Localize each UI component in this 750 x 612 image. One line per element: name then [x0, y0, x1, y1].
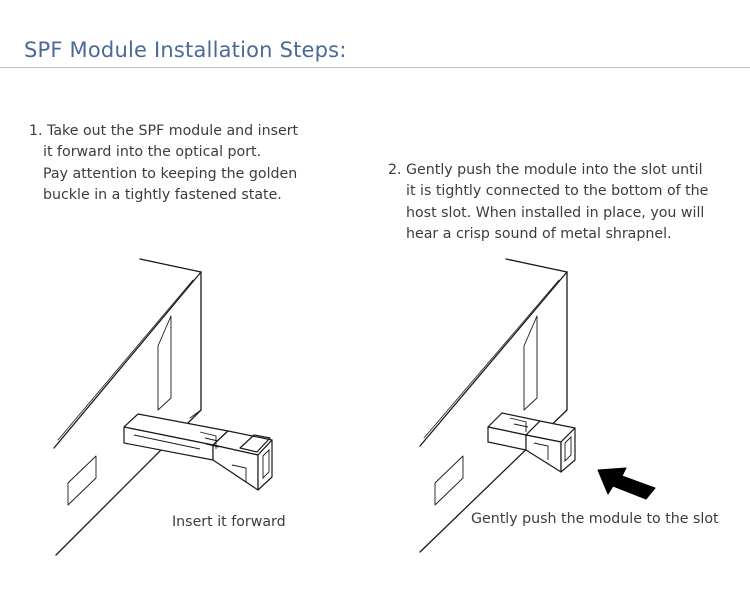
sfp-module-details [509, 417, 572, 463]
sfp-module [123, 413, 273, 491]
header-ghost [60, 0, 260, 6]
step-1-line: Pay attention to keeping the golden [43, 165, 298, 182]
switch-chassis-with-sfp-module-icon [419, 258, 656, 553]
push-arrow-icon [597, 467, 656, 500]
sfp-module [487, 412, 576, 473]
step-1-line: 1. Take out the SPF module and insert [29, 123, 299, 139]
step-2-line: hear a crisp sound of metal shrapnel. [406, 225, 672, 242]
step-2-instructions: 2. Gently push the module into the slot … [388, 160, 708, 245]
step-1-instructions: 1. Take out the SPF module and insert it… [29, 121, 298, 206]
step-2-line: 2. Gently push the module into the slot … [388, 162, 703, 178]
step-2-line: host slot. When installed in place, you … [406, 204, 705, 221]
step-1-line: it forward into the optical port. [43, 144, 262, 161]
chassis-outline [53, 258, 202, 556]
step-2-line: it is tightly connected to the bottom of… [406, 183, 709, 200]
title-divider [0, 67, 750, 68]
step-1-caption: Insert it forward [172, 514, 286, 530]
page-title: SPF Module Installation Steps: [24, 38, 347, 62]
switch-chassis-with-sfp-module-icon [53, 258, 273, 556]
sfp-module-details [133, 431, 270, 482]
step-2-caption: Gently push the module to the slot [471, 511, 719, 527]
chassis-outline [419, 258, 568, 553]
step-1-line: buckle in a tightly fastened state. [43, 186, 282, 203]
